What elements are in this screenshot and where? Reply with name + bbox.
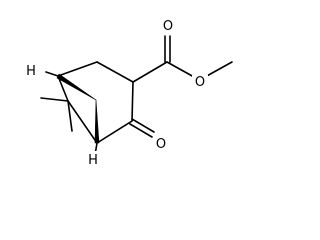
bond-c1-h: [45, 71, 59, 77]
bond-oxygen-methyl: [204, 61, 233, 78]
bond-c6-c5: [67, 100, 98, 144]
ketone-bond-1: [131, 118, 155, 133]
bond-c3-ester-carbon: [132, 61, 168, 83]
bond-c6-methyl-b: [67, 100, 73, 132]
atom-label-h-upper: H: [26, 64, 36, 79]
bond-c3-c4: [131, 81, 134, 122]
bond-c1-c2: [57, 61, 98, 77]
bond-ester-carbon-oxygen: [166, 61, 195, 78]
label-mask-ketone-o: [153, 134, 169, 152]
atom-label-h-lower: H: [88, 153, 98, 168]
ketone-bond-2: [129, 123, 153, 138]
bond-c2-c3: [96, 61, 134, 83]
atom-label-ester-carbonyl-oxygen: O: [163, 19, 173, 34]
chemical-structure: H H O O O: [24, 16, 233, 168]
bond-c1-c6: [57, 75, 69, 102]
label-mask-ester-ether-o: [192, 72, 208, 90]
bond-c4-c5: [96, 120, 133, 144]
atom-label-ester-ether-oxygen: O: [195, 75, 205, 90]
bond-c6-methyl-a: [40, 97, 69, 102]
label-mask-h-lower: [86, 151, 100, 167]
label-mask-ester-carbonyl-o: [160, 16, 176, 34]
label-mask-h-upper: [24, 62, 38, 78]
atom-label-ketone-oxygen: O: [156, 137, 166, 152]
wedge-bond-c5-c7: [94, 99, 100, 144]
wedge-bond-c1-c7: [56, 73, 97, 101]
